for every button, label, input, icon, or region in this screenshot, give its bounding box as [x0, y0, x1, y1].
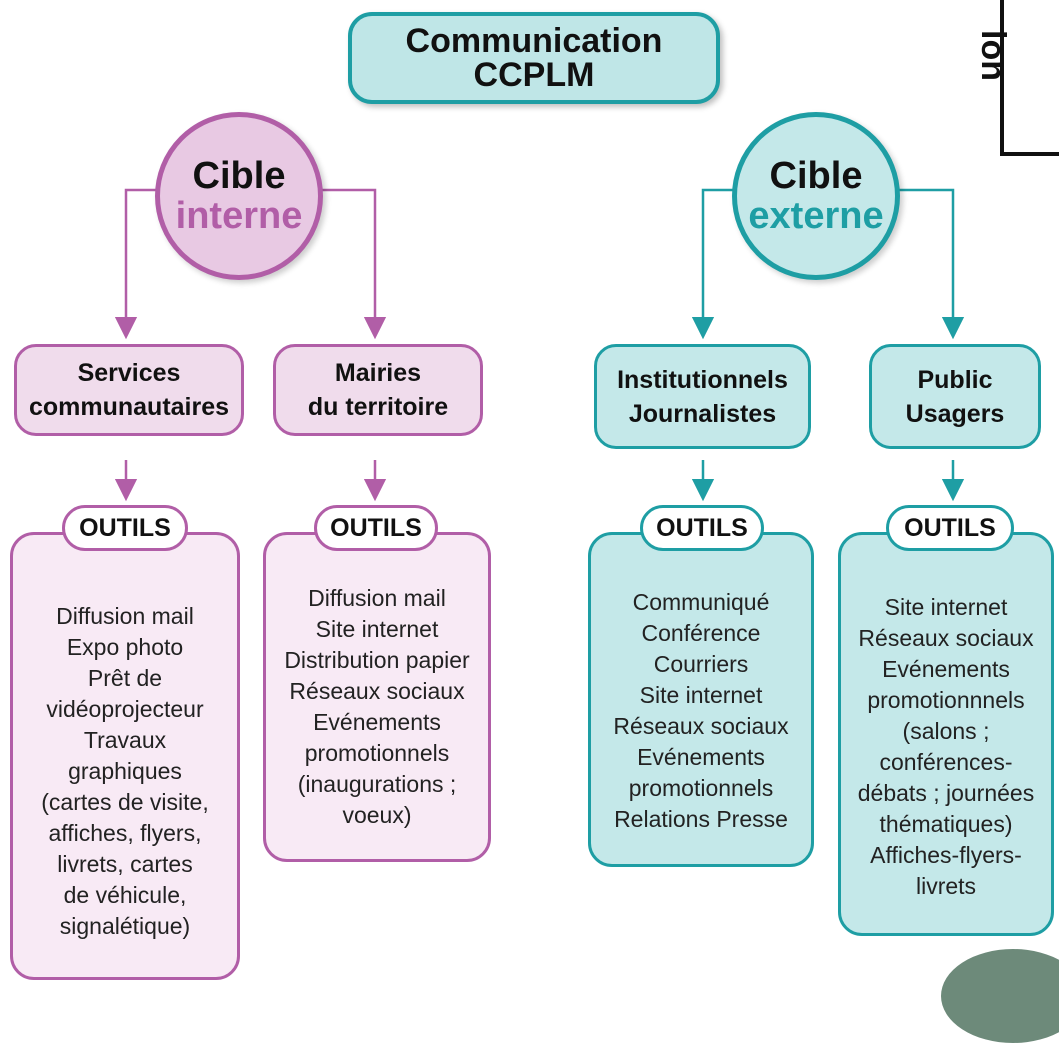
list-item: Diffusion mail: [56, 602, 194, 629]
outils-badge-mairies: OUTILS: [314, 505, 438, 551]
institutionnels-journalistes-box: Institutionnels Journalistes: [594, 344, 811, 449]
connector-internal-right: [318, 188, 387, 340]
edge-tag: ion: [974, 0, 1059, 156]
diagram-title: Communication CCPLM: [348, 12, 720, 104]
list-item: voeux): [342, 802, 412, 828]
institutionnels-line-2: Journalistes: [628, 399, 777, 428]
list-item: Affiches-flyers-: [870, 842, 1022, 868]
list-item: Relations Presse: [614, 805, 788, 832]
list-item: vidéoprojecteur: [46, 695, 204, 722]
list-item: Evénements: [637, 743, 765, 770]
mairies-line-2: du territoire: [307, 393, 449, 421]
services-line-1: Services: [77, 359, 181, 387]
cible-externe-label: externe: [748, 195, 884, 237]
public-line-1: Public: [917, 365, 993, 394]
list-item: Site internet: [639, 681, 763, 708]
list-item: affiches, flyers,: [48, 819, 202, 846]
services-outils-list: Diffusion mail Expo photo Prêt de vidéop…: [10, 532, 240, 980]
list-item: Conférence: [641, 619, 761, 646]
list-item: Expo photo: [66, 633, 184, 660]
public-usagers-box: Public Usagers: [869, 344, 1041, 449]
list-item: promotionnels: [628, 774, 774, 801]
connector-internal-left: [114, 188, 160, 340]
connector-external-left: [691, 188, 738, 340]
cible-interne-circle: Cible interne: [155, 112, 323, 280]
list-item: Distribution papier: [284, 647, 470, 673]
list-item: Diffusion mail: [308, 585, 446, 611]
edge-tag-text: ion: [974, 30, 1012, 81]
list-item: de véhicule,: [63, 881, 187, 908]
mairies-territoire-box: Mairies du territoire: [273, 344, 483, 436]
list-item: Site internet: [315, 616, 439, 642]
title-line-1: Communication: [405, 22, 663, 60]
public-outils-list: Site internet Réseaux sociaux Evénements…: [838, 532, 1054, 936]
list-item: livrets: [915, 873, 977, 899]
list-item: thématiques): [879, 811, 1013, 837]
list-item: livrets, cartes: [57, 850, 193, 877]
list-item: Communiqué: [632, 588, 770, 615]
cible-interne-label: interne: [175, 195, 303, 237]
cible-interne-word: Cible: [192, 155, 286, 197]
list-item: Réseaux sociaux: [613, 712, 789, 739]
list-item: Evénements: [313, 709, 441, 735]
list-item: (salons ;: [902, 718, 990, 744]
services-communautaires-box: Services communautaires: [14, 344, 244, 436]
institutionnels-outils-list: Communiqué Conférence Courriers Site int…: [588, 532, 814, 867]
list-item: (inaugurations ;: [297, 771, 457, 797]
institutionnels-line-1: Institutionnels: [617, 365, 788, 394]
list-item: promotionnels: [304, 740, 450, 766]
mairies-line-1: Mairies: [334, 359, 422, 387]
list-item: Réseaux sociaux: [858, 625, 1034, 651]
mairies-outils-list: Diffusion mail Site internet Distributio…: [263, 532, 491, 862]
list-item: promotionnnels: [867, 687, 1025, 713]
services-line-2: communautaires: [28, 393, 230, 421]
connectors: [114, 188, 965, 502]
public-line-2: Usagers: [905, 399, 1005, 428]
connector-external-right: [896, 188, 965, 340]
list-item: Evénements: [882, 656, 1010, 682]
list-item: Réseaux sociaux: [289, 678, 465, 704]
cible-externe-circle: Cible externe: [732, 112, 900, 280]
list-item: (cartes de visite,: [41, 788, 209, 815]
title-line-2: CCPLM: [473, 56, 595, 94]
list-item: débats ; journées: [857, 780, 1035, 806]
outils-badge-institutionnels: OUTILS: [640, 505, 764, 551]
list-item: Courriers: [653, 650, 749, 677]
list-item: Travaux: [83, 726, 167, 753]
outils-badge-public: OUTILS: [886, 505, 1014, 551]
outils-badge-services: OUTILS: [62, 505, 188, 551]
cible-externe-word: Cible: [769, 155, 863, 197]
list-item: conférences-: [879, 749, 1013, 775]
list-item: signalétique): [59, 912, 191, 939]
list-item: graphiques: [68, 757, 182, 784]
list-item: Site internet: [884, 594, 1008, 620]
list-item: Prêt de: [87, 664, 163, 691]
